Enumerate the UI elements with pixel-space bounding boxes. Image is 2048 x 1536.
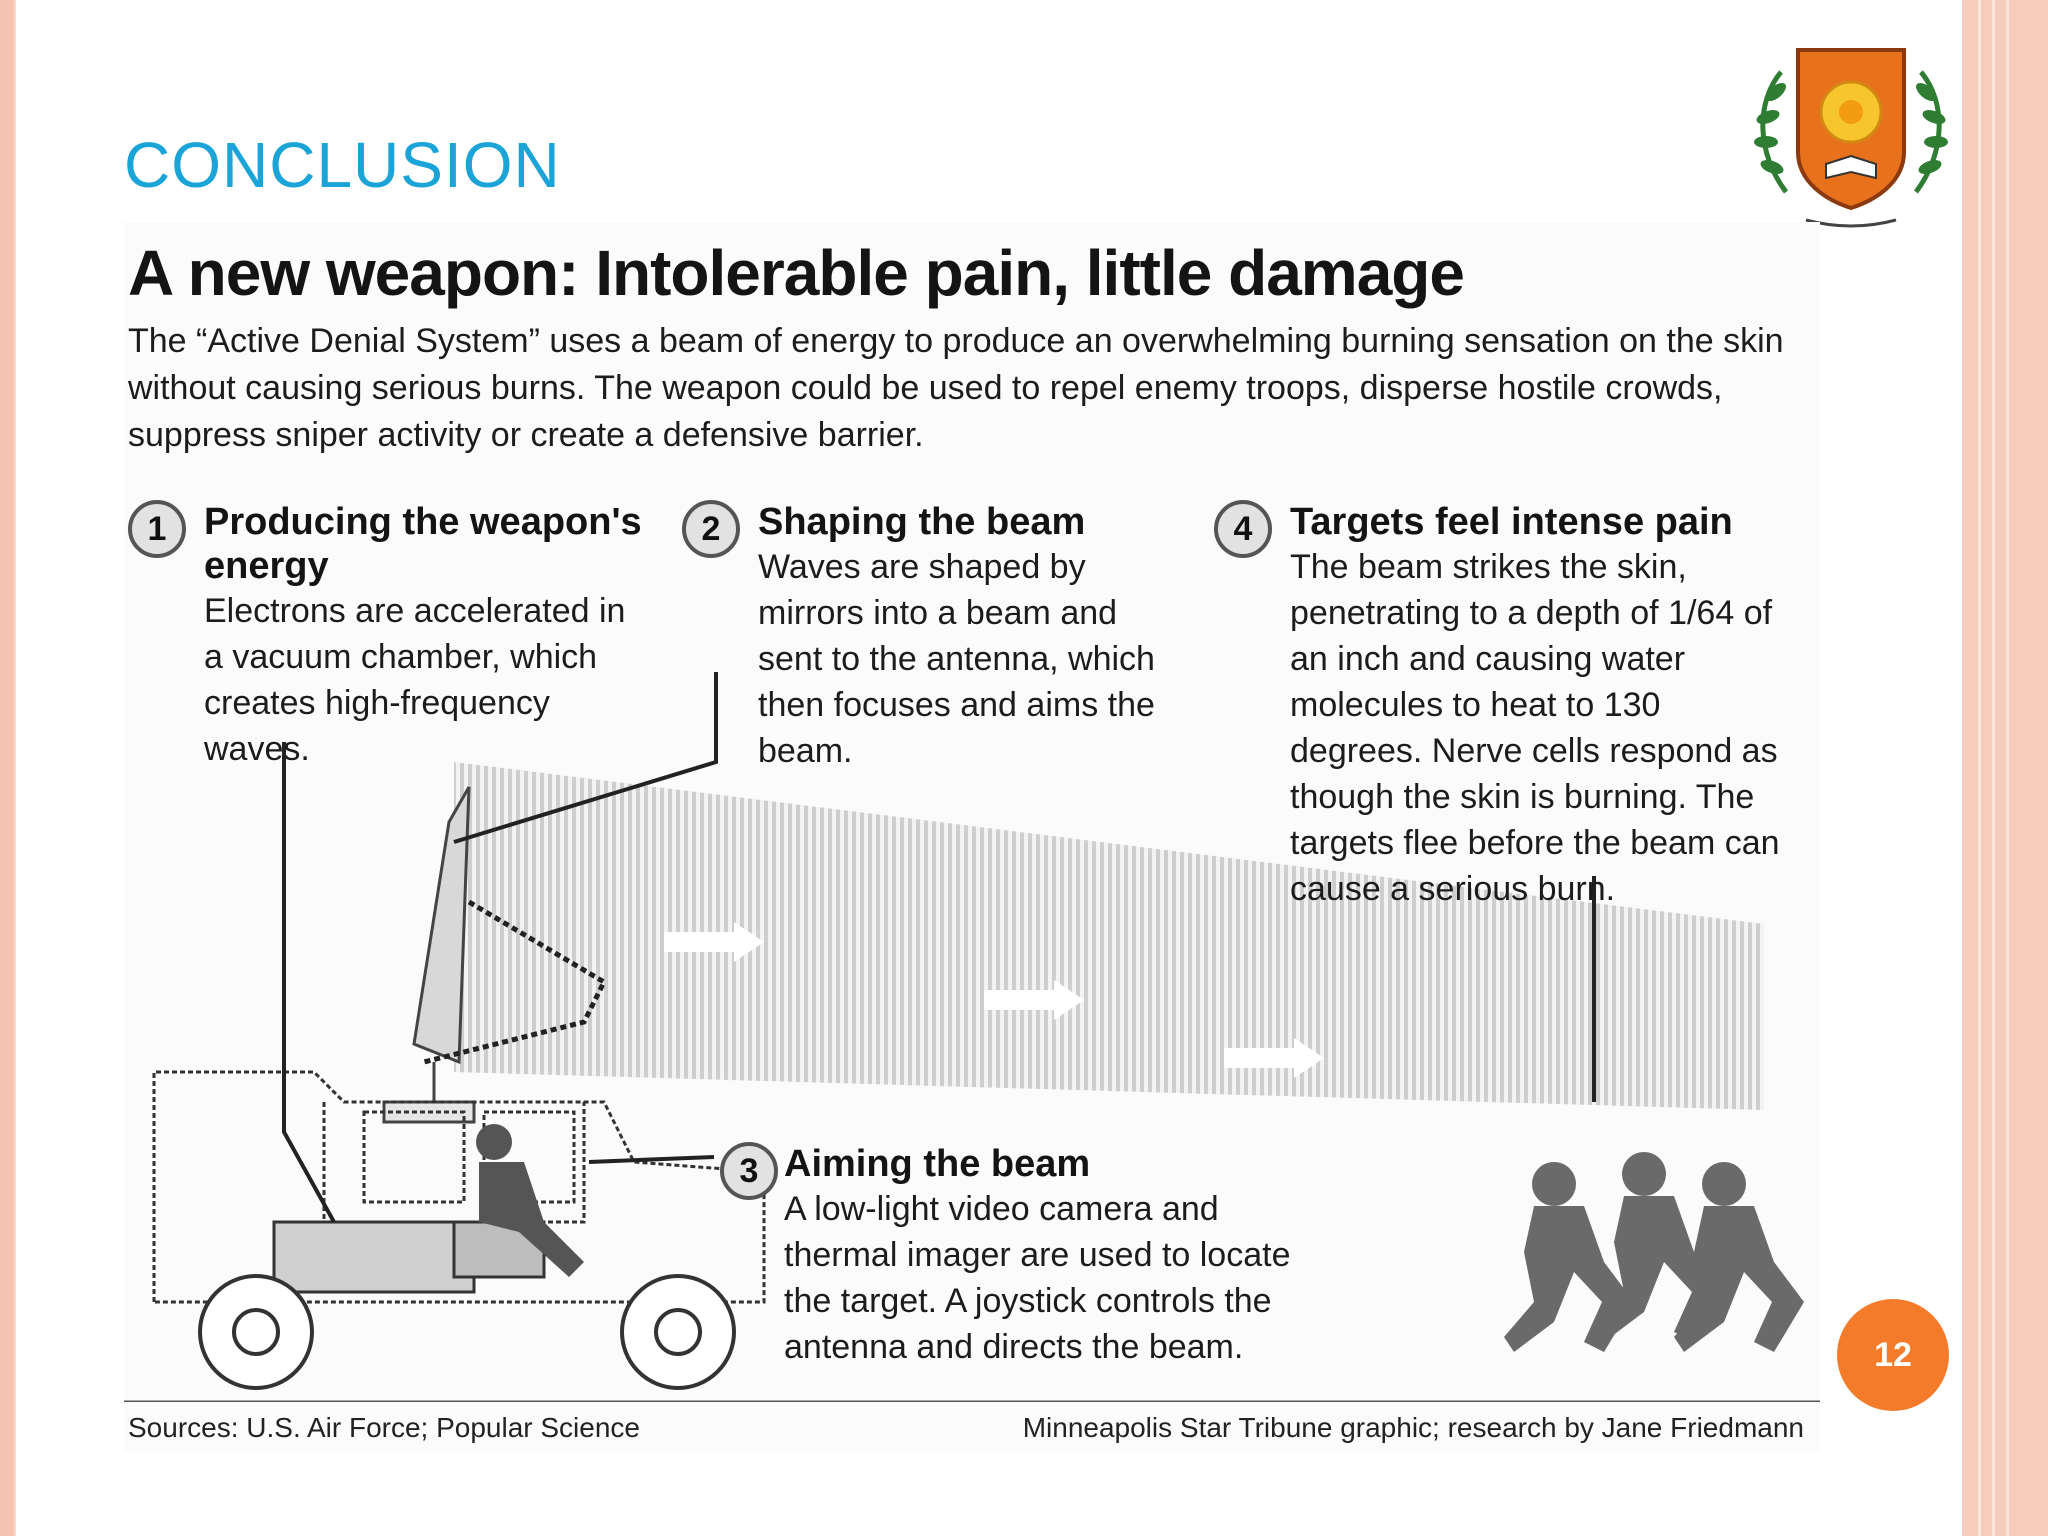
step-3-number: 3 xyxy=(720,1142,778,1200)
step-2-body: Waves are shaped by mirrors into a beam … xyxy=(758,548,1155,770)
college-crest-icon xyxy=(1754,48,1948,228)
step-4-body: The beam strikes the skin, penetrating t… xyxy=(1290,548,1780,908)
active-denial-infographic: A new weapon: Intolerable pain, little d… xyxy=(124,222,1820,1452)
energy-beam xyxy=(454,762,1764,1110)
step-3-title: Aiming the beam xyxy=(784,1143,1091,1185)
infographic-source: Sources: U.S. Air Force; Popular Science xyxy=(128,1412,640,1443)
left-border-decoration xyxy=(0,0,16,1536)
driver-figure xyxy=(476,1124,584,1277)
infographic-credit: Minneapolis Star Tribune graphic; resear… xyxy=(1022,1412,1804,1443)
right-border-decoration xyxy=(1962,0,2048,1536)
target-figures xyxy=(1504,1152,1804,1352)
vehicle-beam-illustration xyxy=(124,672,1820,1402)
vehicle-wheels xyxy=(198,1274,736,1390)
step-1-number: 1 xyxy=(128,500,186,558)
vehicle xyxy=(152,1070,766,1304)
infographic-intro: The “Active Denial System” uses a beam o… xyxy=(128,322,1784,454)
infographic-headline: A new weapon: Intolerable pain, little d… xyxy=(128,237,1465,309)
step-1-body: Electrons are accelerated in a vacuum ch… xyxy=(204,592,626,768)
step-3-body: A low-light video camera and thermal ima… xyxy=(784,1190,1291,1366)
slide-title: CONCLUSION xyxy=(124,129,561,201)
step-1-title: Producing the weapon's energy xyxy=(204,501,642,587)
page-number-badge: 12 xyxy=(1837,1299,1949,1411)
step-2-title: Shaping the beam xyxy=(758,501,1086,543)
step-4-number: 4 xyxy=(1214,500,1272,558)
beam-arrows xyxy=(664,922,1324,1078)
step-2-number: 2 xyxy=(682,500,740,558)
step-4-title: Targets feel intense pain xyxy=(1290,501,1733,543)
